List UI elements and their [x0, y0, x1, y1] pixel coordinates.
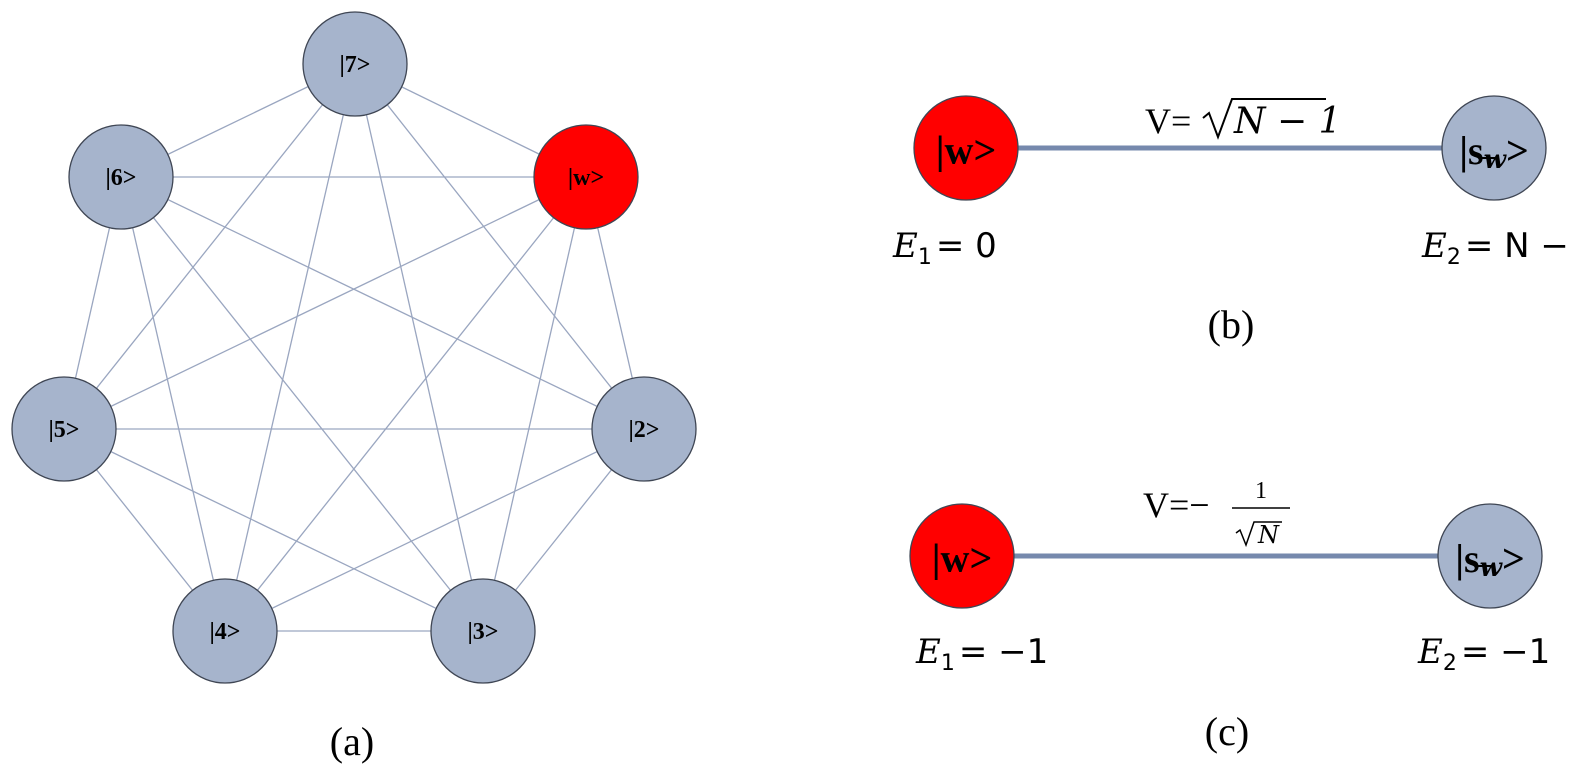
sqrt-sign-b: [1202, 98, 1326, 140]
node-s-label-c: |sw>: [1455, 536, 1525, 584]
coupling-numerator-c: 1: [1255, 478, 1267, 504]
edge-w-3: [482, 176, 587, 632]
node-2: [591, 376, 697, 482]
node-w-c: [909, 503, 1015, 609]
caption-b: (b): [1208, 302, 1255, 347]
node-w-label-c: |w>: [932, 536, 993, 581]
node-label-5: |5>: [49, 417, 80, 443]
edge-3-6: [120, 176, 484, 632]
energy-e2-c: E2= −1: [1417, 632, 1550, 676]
coupling-prefix-c: V=−: [1143, 485, 1210, 525]
complete-graph-panel-a: |7> |w> |2> |3> |4> |5> |6>: [11, 11, 697, 684]
node-3: [430, 578, 536, 684]
panel-b: |w> |sw> V= N − 1 E1= 0 E2= N − 2: [892, 95, 1575, 270]
edge-4-6: [120, 176, 226, 632]
edge-7-4: [224, 63, 356, 632]
node-label-3: |3>: [468, 619, 499, 645]
edge-2-4: [224, 428, 645, 632]
node-s-label-b: |sw>: [1459, 128, 1529, 176]
node-label-2: |2>: [629, 417, 660, 443]
node-s-c: [1437, 503, 1543, 609]
sqrt-sign-c: [1235, 521, 1282, 548]
node-4: [172, 578, 278, 684]
edge-7-5: [63, 63, 356, 430]
node-s-b: [1441, 95, 1547, 201]
edge-7-2: [354, 63, 645, 430]
node-label-7: |7>: [340, 52, 371, 78]
energy-e1-b: E1= 0: [892, 226, 997, 270]
edge-2-6: [120, 176, 645, 430]
energy-e2-b: E2= N − 2: [1421, 226, 1575, 270]
node-label-4: |4>: [210, 619, 241, 645]
caption-a: (a): [330, 719, 374, 764]
node-w-b: [913, 95, 1019, 201]
panel-c: |w> |sw> V=− 1 N E1= −1 E2= −1: [909, 478, 1550, 676]
node-label-w: |w>: [568, 165, 604, 191]
graph-nodes: |7> |w> |2> |3> |4> |5> |6>: [11, 11, 697, 684]
node-7: [302, 11, 408, 117]
energy-e1-c: E1= −1: [915, 632, 1048, 676]
edge-w-4: [224, 176, 587, 632]
node-s-subscript-c: w: [1480, 553, 1504, 583]
node-6: [68, 124, 174, 230]
node-w-label-b: |w>: [936, 128, 997, 173]
coupling-prefix-b: V=: [1145, 101, 1191, 141]
node-s-subscript-b: w: [1484, 145, 1508, 175]
edge-3-5: [63, 428, 484, 632]
edge-w-5: [63, 176, 587, 430]
node-5: [11, 376, 117, 482]
coupling-denominator-c: N: [1257, 521, 1280, 549]
caption-c: (c): [1205, 709, 1249, 754]
edge-7-3: [354, 63, 484, 632]
node-label-6: |6>: [106, 165, 137, 191]
node-w: [533, 124, 639, 230]
coupling-radicand-b: N − 1: [1233, 101, 1341, 142]
